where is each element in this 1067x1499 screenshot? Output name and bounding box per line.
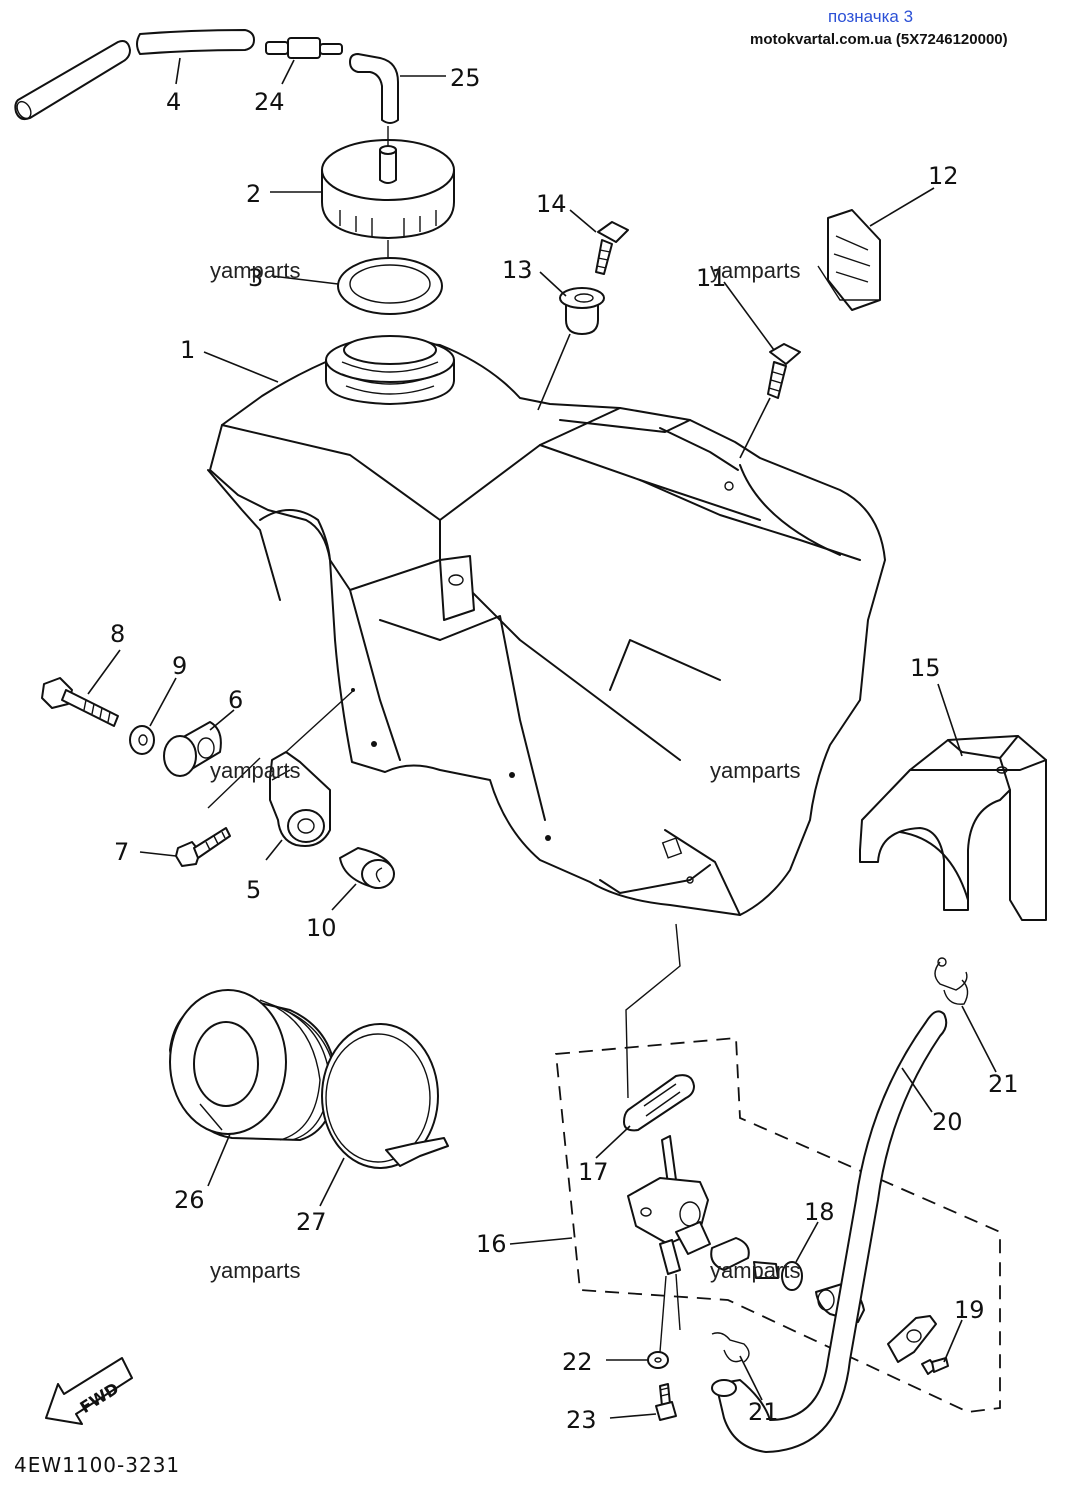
part-13-collar: [559, 287, 605, 335]
part-25-elbow-hose: [349, 53, 399, 124]
part-16-dashed-outline: [555, 1037, 1001, 1413]
callout-5: 5: [246, 876, 261, 904]
callout-15: 15: [910, 654, 941, 682]
watermark-text: yamparts: [210, 758, 300, 783]
callout-3: 3: [248, 264, 263, 292]
callout-labels: 1 2 3 4 5 6 7 8 9 10 11 12 13 14 15 16 1…: [110, 64, 1019, 1434]
part-3-gasket: [337, 257, 443, 315]
part-7-bolt: [175, 827, 231, 867]
part-2-tank-cap: [321, 126, 455, 258]
callout-11: 11: [696, 264, 727, 292]
part-17-gasket: [623, 1074, 695, 1132]
callout-10: 10: [306, 914, 337, 942]
callout-24: 24: [254, 88, 285, 116]
part-22-washer: [647, 1351, 669, 1369]
callout-4: 4: [166, 88, 181, 116]
callout-7: 7: [114, 838, 129, 866]
part-21-clip-upper: [934, 957, 969, 1005]
callout-9: 9: [172, 652, 187, 680]
part-10-collar: [339, 847, 395, 889]
part-19-plate: [887, 1315, 949, 1375]
part-21-clip-lower: [711, 1332, 750, 1363]
diagram-code: 4EW1100-3231: [14, 1453, 180, 1477]
callout-17: 17: [578, 1158, 609, 1186]
callout-22: 22: [562, 1348, 593, 1376]
fwd-arrow-icon: FWD: [45, 1357, 133, 1425]
part-5-bracket: [269, 751, 331, 847]
part-26-duct: [169, 989, 337, 1141]
part-fuel-cock: [627, 1135, 711, 1353]
callout-21-lower: 21: [748, 1398, 779, 1426]
callout-12: 12: [928, 162, 959, 190]
callout-16: 16: [476, 1230, 507, 1258]
part-24-connector: [265, 37, 343, 59]
watermark-text: yamparts: [710, 258, 800, 283]
watermark-text: yamparts: [710, 758, 800, 783]
header-label: позначка 3: [828, 7, 913, 26]
callout-27: 27: [296, 1208, 327, 1236]
watermark-text: yamparts: [710, 1258, 800, 1283]
header-source: motokvartal.com.ua (5X7246120000): [750, 31, 1008, 48]
callout-1: 1: [180, 336, 195, 364]
callout-2: 2: [246, 180, 261, 208]
part-9-washer: [129, 725, 155, 755]
part-20-fuel-hose: [711, 1010, 948, 1453]
part-14-screw: [595, 221, 629, 275]
watermarks: yamparts yamparts yamparts yamparts yamp…: [210, 258, 800, 1283]
watermark-text: yamparts: [210, 1258, 300, 1283]
part-6-damper: [163, 721, 222, 777]
leader-lines: [87, 57, 997, 1419]
part-23-bolt: [655, 1383, 677, 1421]
part-12-clip: [817, 209, 881, 311]
part-27-band: [321, 1023, 449, 1169]
part-1-fuel-tank: [207, 335, 886, 916]
callout-13: 13: [502, 256, 533, 284]
callout-25: 25: [450, 64, 481, 92]
callout-18: 18: [804, 1198, 835, 1226]
callout-26: 26: [174, 1186, 205, 1214]
callout-14: 14: [536, 190, 567, 218]
part-8-bolt: [41, 677, 119, 727]
part-15-cover: [859, 735, 1047, 921]
watermark-text: yamparts: [210, 258, 300, 283]
callout-21-upper: 21: [988, 1070, 1019, 1098]
callout-6: 6: [228, 686, 243, 714]
callout-20: 20: [932, 1108, 963, 1136]
callout-23: 23: [566, 1406, 597, 1434]
part-11-screw: [767, 343, 801, 399]
callout-19: 19: [954, 1296, 985, 1324]
callout-8: 8: [110, 620, 125, 648]
part-4-breather-hose: [14, 29, 255, 121]
